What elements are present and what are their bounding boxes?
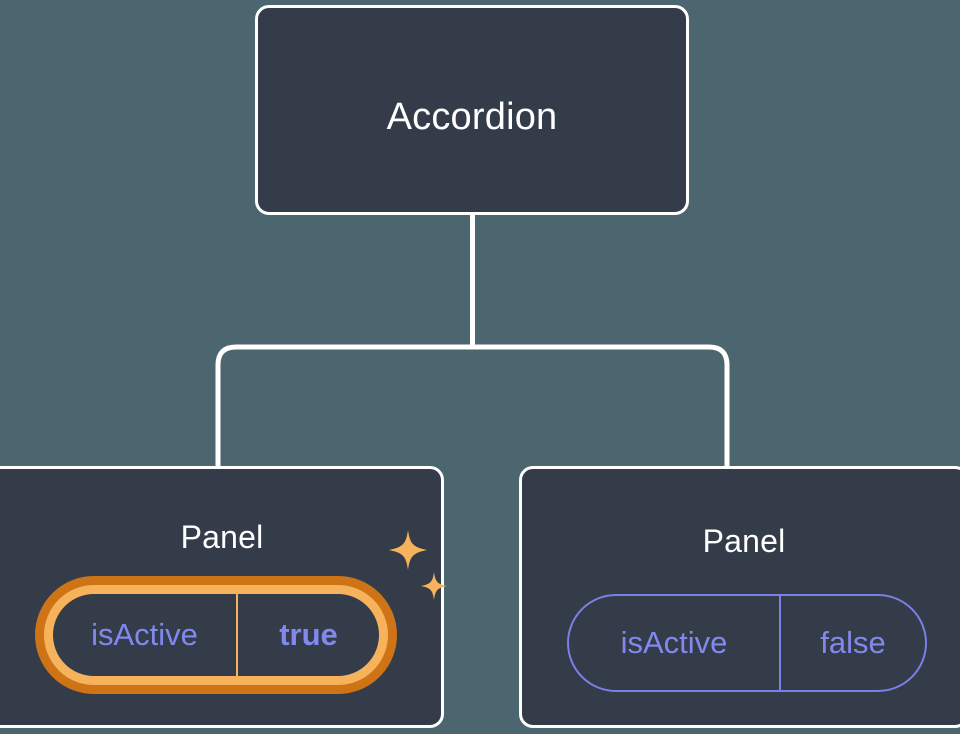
prop-key-label: isActive (569, 596, 781, 690)
node-panel-inactive-label: Panel (702, 523, 786, 559)
prop-value-label: false (820, 625, 886, 660)
node-accordion[interactable]: Accordion (255, 5, 689, 215)
node-panel-active[interactable]: Panel isActive true (0, 466, 444, 728)
connector-bus (215, 344, 730, 470)
prop-badge-isactive-true[interactable]: isActive true (35, 576, 397, 694)
prop-key-label: isActive (53, 594, 238, 676)
node-panel-active-label: Panel (180, 519, 264, 555)
node-accordion-label: Accordion (386, 96, 558, 138)
node-panel-inactive[interactable]: Panel isActive false (519, 466, 960, 728)
prop-badge-inner-ring: isActive true (44, 585, 388, 685)
prop-value-label: true (279, 617, 338, 652)
prop-badge-isactive-false[interactable]: isActive false (567, 594, 927, 692)
